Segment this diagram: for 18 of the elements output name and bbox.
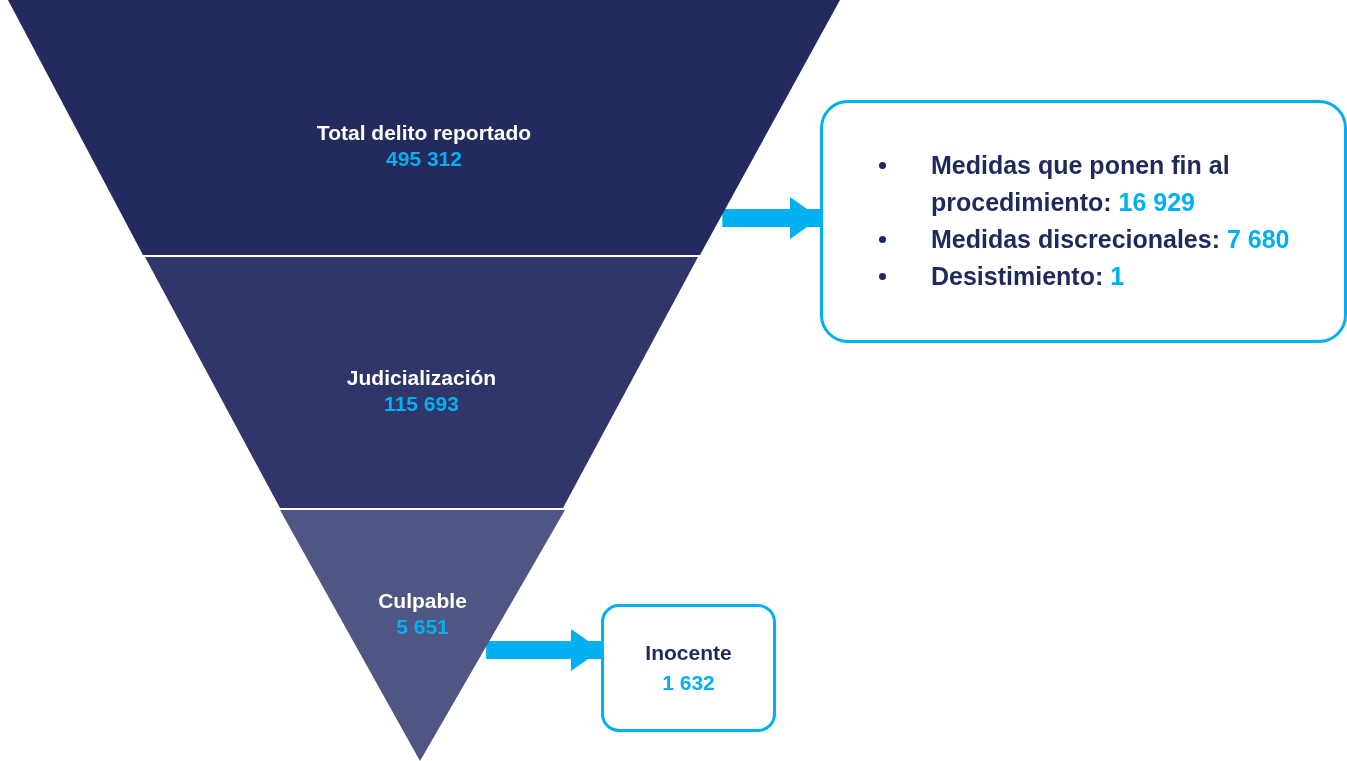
stage-value: 5 651 <box>396 614 449 640</box>
result-value: 1 632 <box>662 671 715 694</box>
info-box <box>820 100 1347 343</box>
bullet-item-text: Desistimiento: 1 <box>931 262 1125 290</box>
result-box <box>601 604 776 732</box>
stage-value: 495 312 <box>386 146 462 172</box>
funnel-stage <box>8 0 840 255</box>
funnel-stage <box>280 510 565 761</box>
bullet-item-text: Medidas discrecionales: 7 680 <box>931 225 1290 253</box>
stage-label: Total delito reportado <box>316 120 532 146</box>
bullet-item-text: Medidas que ponen fin al procedimiento: 16 929 <box>931 151 1230 216</box>
arrow <box>486 629 601 671</box>
arrow <box>722 197 820 239</box>
stage-label: Culpable <box>378 588 467 614</box>
stage-label: Judicialización <box>346 365 497 391</box>
stage-value: 115 693 <box>384 391 459 417</box>
result-label: Inocente <box>645 641 732 664</box>
funnel-stage <box>145 257 698 508</box>
